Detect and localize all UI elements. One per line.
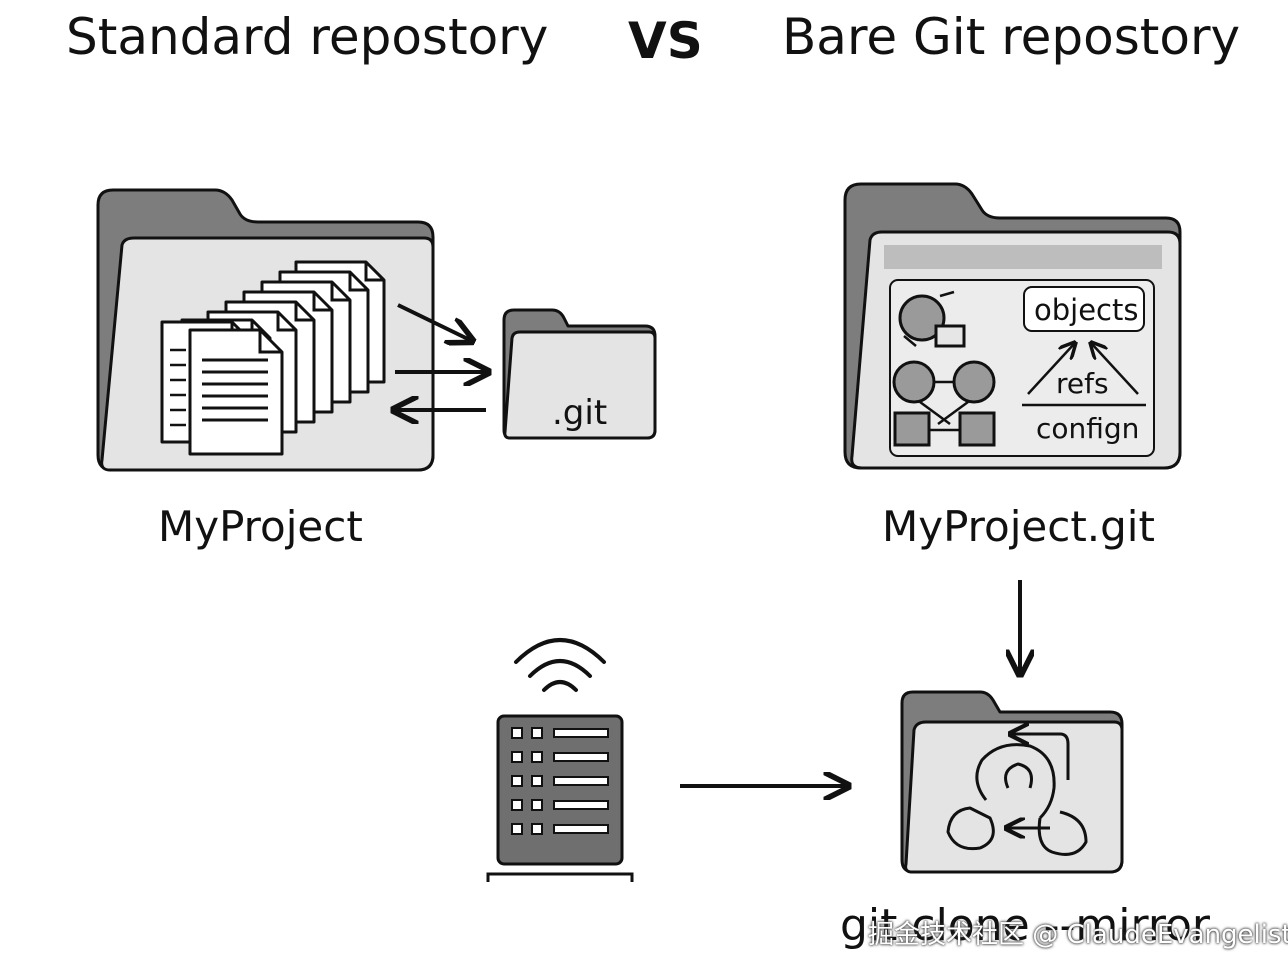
sync-arrows	[395, 303, 486, 410]
standard-folder-label: MyProject	[158, 502, 363, 551]
wifi-signal-icon	[514, 638, 606, 692]
sync-cycle-icon	[946, 734, 1088, 856]
title-vs: VS	[628, 12, 703, 70]
bare-objects-label: objects	[1034, 293, 1138, 327]
bare-folder-icon: objects refs confign	[843, 182, 1182, 470]
bare-refs-label: refs	[1056, 367, 1109, 400]
arrow-icon	[397, 303, 470, 340]
title-bare: Bare Git repostory	[782, 8, 1241, 66]
server-icon	[486, 714, 634, 882]
bare-config-label: confign	[1036, 412, 1139, 445]
git-subfolder-label: .git	[552, 393, 607, 433]
watermark: 掘金技术社区 @ ClaudeEvangelist	[868, 920, 1288, 950]
title-standard: Standard repostory	[66, 8, 549, 66]
git-subfolder-icon: .git	[502, 308, 657, 440]
mirror-folder-icon	[900, 690, 1124, 874]
document-stack-icon	[160, 260, 386, 456]
bare-folder-label: MyProject.git	[882, 502, 1155, 551]
mirror-command-label: git clone --mirror	[840, 900, 1210, 951]
